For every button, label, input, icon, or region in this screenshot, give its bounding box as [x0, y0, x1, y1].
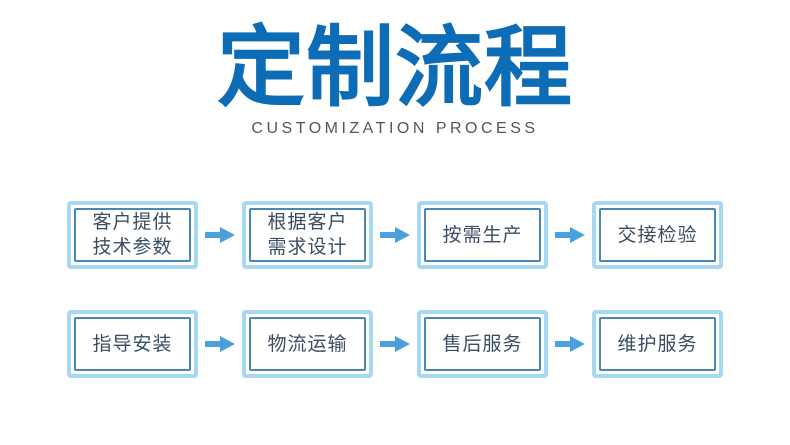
- flow-step-line: 物流运输: [267, 333, 348, 355]
- flow-step-label: 根据客户需求设计: [249, 208, 366, 263]
- arrow-right-icon: [373, 336, 417, 353]
- flow-step: 维护服务: [592, 310, 723, 379]
- flow-step-label: 物流运输: [249, 317, 366, 372]
- flow-step: 物流运输: [242, 310, 373, 379]
- flow-step-line: 技术参数: [92, 237, 173, 259]
- page-subtitle: CUSTOMIZATION PROCESS: [251, 120, 539, 138]
- flow-step-label: 交接检验: [599, 208, 716, 263]
- flow-step-label: 指导安装: [74, 317, 191, 372]
- flow-step-label: 售后服务: [424, 317, 541, 372]
- flow-step: 按需生产: [417, 201, 548, 270]
- arrow-right-icon: [548, 227, 592, 244]
- flow-step: 客户提供技术参数: [67, 201, 198, 270]
- flow-step-line: 维护服务: [617, 333, 698, 355]
- flow-step-label: 客户提供技术参数: [74, 208, 191, 263]
- page-title: 定制流程: [216, 18, 573, 117]
- flow-step-line: 客户提供: [92, 212, 173, 234]
- arrow-right-icon: [373, 227, 417, 244]
- flow-diagram: 客户提供技术参数 根据客户需求设计 按需生产 交接检验指导安装 物流运输 售后服务 维护服务: [67, 201, 723, 379]
- flow-step: 交接检验: [592, 201, 723, 270]
- flow-step-line: 根据客户: [267, 212, 348, 234]
- flow-step: 指导安装: [67, 310, 198, 379]
- flow-step: 售后服务: [417, 310, 548, 379]
- arrow-right-icon: [548, 336, 592, 353]
- flow-step: 根据客户需求设计: [242, 201, 373, 270]
- flow-step-line: 按需生产: [442, 224, 523, 246]
- flow-row: 指导安装 物流运输 售后服务 维护服务: [67, 310, 723, 379]
- flow-step-label: 维护服务: [599, 317, 716, 372]
- flow-step-label: 按需生产: [424, 208, 541, 263]
- flow-step-line: 售后服务: [442, 333, 523, 355]
- arrow-right-icon: [198, 227, 242, 244]
- flow-row: 客户提供技术参数 根据客户需求设计 按需生产 交接检验: [67, 201, 723, 270]
- flow-step-line: 需求设计: [267, 237, 348, 259]
- arrow-right-icon: [198, 336, 242, 353]
- flow-step-line: 交接检验: [617, 224, 698, 246]
- flow-step-line: 指导安装: [92, 333, 173, 355]
